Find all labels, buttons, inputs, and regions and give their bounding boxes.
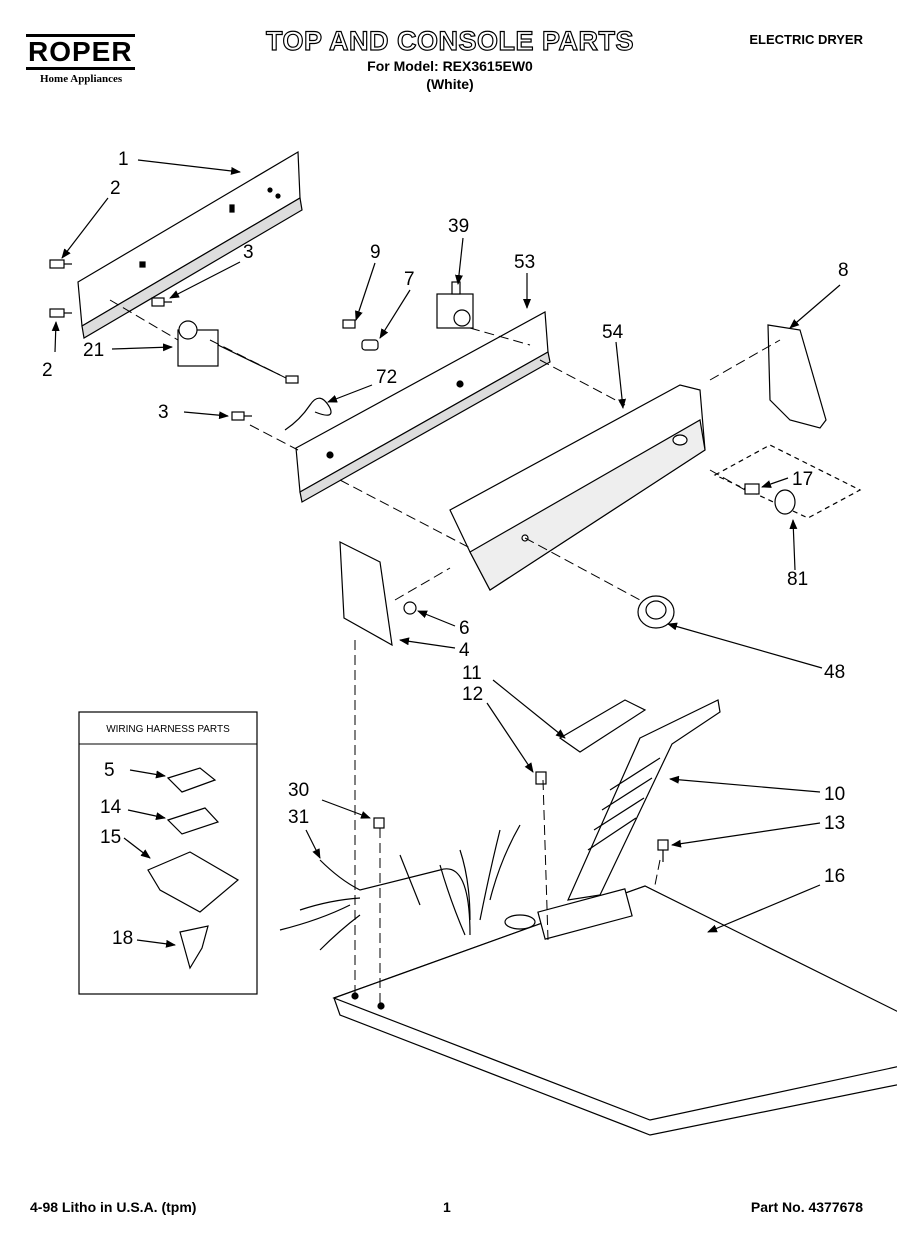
- document-type: ELECTRIC DRYER: [749, 32, 863, 47]
- callout-17: 17: [792, 469, 813, 490]
- part-end-cap-8: [767, 324, 827, 429]
- legend-part-15: [147, 851, 240, 913]
- callout-7: 7: [404, 269, 415, 290]
- callout-1: 1: [118, 149, 129, 170]
- callout-4: 4: [459, 640, 470, 661]
- callout-3b: 3: [158, 402, 169, 423]
- part-lint-screen-11: [558, 699, 647, 753]
- part-wire-clip-30: [373, 817, 385, 829]
- part-side-bracket-4: [339, 541, 393, 647]
- page-header: TOP AND CONSOLE PARTS For Model: REX3615…: [250, 25, 650, 93]
- callout-12: 12: [462, 684, 483, 705]
- callout-54: 54: [602, 322, 624, 343]
- callout-53: 53: [514, 252, 535, 273]
- color-line: (White): [426, 76, 474, 92]
- callout-9: 9: [370, 242, 381, 263]
- callout-81: 81: [787, 569, 808, 590]
- page-title: TOP AND CONSOLE PARTS: [265, 25, 635, 56]
- callout-18: 18: [112, 928, 133, 949]
- part-timer-21: [177, 320, 281, 376]
- part-knob-81: [774, 489, 796, 515]
- footer-page-number: 1: [443, 1199, 451, 1215]
- callout-21: 21: [83, 340, 104, 361]
- legend-part-18: [179, 925, 209, 970]
- legend-part-14: [166, 807, 220, 835]
- part-screw-9: [342, 319, 356, 329]
- callout-15: 15: [100, 827, 121, 848]
- parts-drawing: [49, 150, 897, 1136]
- part-clip-7: [361, 339, 379, 351]
- callout-10: 10: [824, 784, 845, 805]
- part-clip-12: [535, 771, 547, 785]
- callout-30: 30: [288, 780, 309, 801]
- callout-6: 6: [459, 618, 470, 639]
- part-lint-opening: [537, 888, 633, 940]
- part-screw-2a: [49, 259, 72, 269]
- callout-31: 31: [288, 807, 309, 828]
- callout-3a: 3: [243, 242, 254, 263]
- part-switch-39: [436, 281, 474, 329]
- callout-11: 11: [462, 663, 482, 684]
- part-console-bracket-53: [295, 311, 549, 493]
- callout-2a: 2: [110, 178, 121, 199]
- brand-name: ROPER: [26, 34, 135, 70]
- callout-39: 39: [448, 216, 469, 237]
- callout-72: 72: [376, 367, 397, 388]
- brand-subtitle: Home Appliances: [40, 73, 123, 85]
- footer-part-number: Part No. 4377678: [750, 1199, 863, 1215]
- legend-title: WIRING HARNESS PARTS: [106, 724, 230, 735]
- callout-14: 14: [100, 797, 122, 818]
- part-knob-48: [637, 595, 675, 629]
- callout-13: 13: [824, 813, 845, 834]
- part-lint-housing-10: [567, 699, 721, 901]
- part-screw-3b: [231, 411, 252, 421]
- brand-logo: ROPER Home Appliances: [26, 34, 156, 85]
- part-wire-72: [284, 397, 332, 431]
- footer-print-info: 4-98 Litho in U.S.A. (tpm): [30, 1199, 197, 1215]
- model-line: For Model: REX3615EW0: [367, 58, 533, 74]
- part-clip-17: [744, 483, 760, 495]
- part-screw-2b: [49, 308, 72, 318]
- callout-48: 48: [824, 662, 845, 683]
- legend-part-5: [166, 767, 217, 793]
- wiring-harness-legend-box: [78, 711, 258, 995]
- callout-5: 5: [104, 760, 115, 781]
- part-screw-6: [403, 601, 417, 615]
- part-screw-13: [657, 839, 669, 862]
- callout-8: 8: [838, 260, 849, 281]
- part-screw-3a: [151, 297, 172, 307]
- callout-2b: 2: [42, 360, 53, 381]
- part-wiring-harness-31: [279, 824, 521, 951]
- callout-16: 16: [824, 866, 845, 887]
